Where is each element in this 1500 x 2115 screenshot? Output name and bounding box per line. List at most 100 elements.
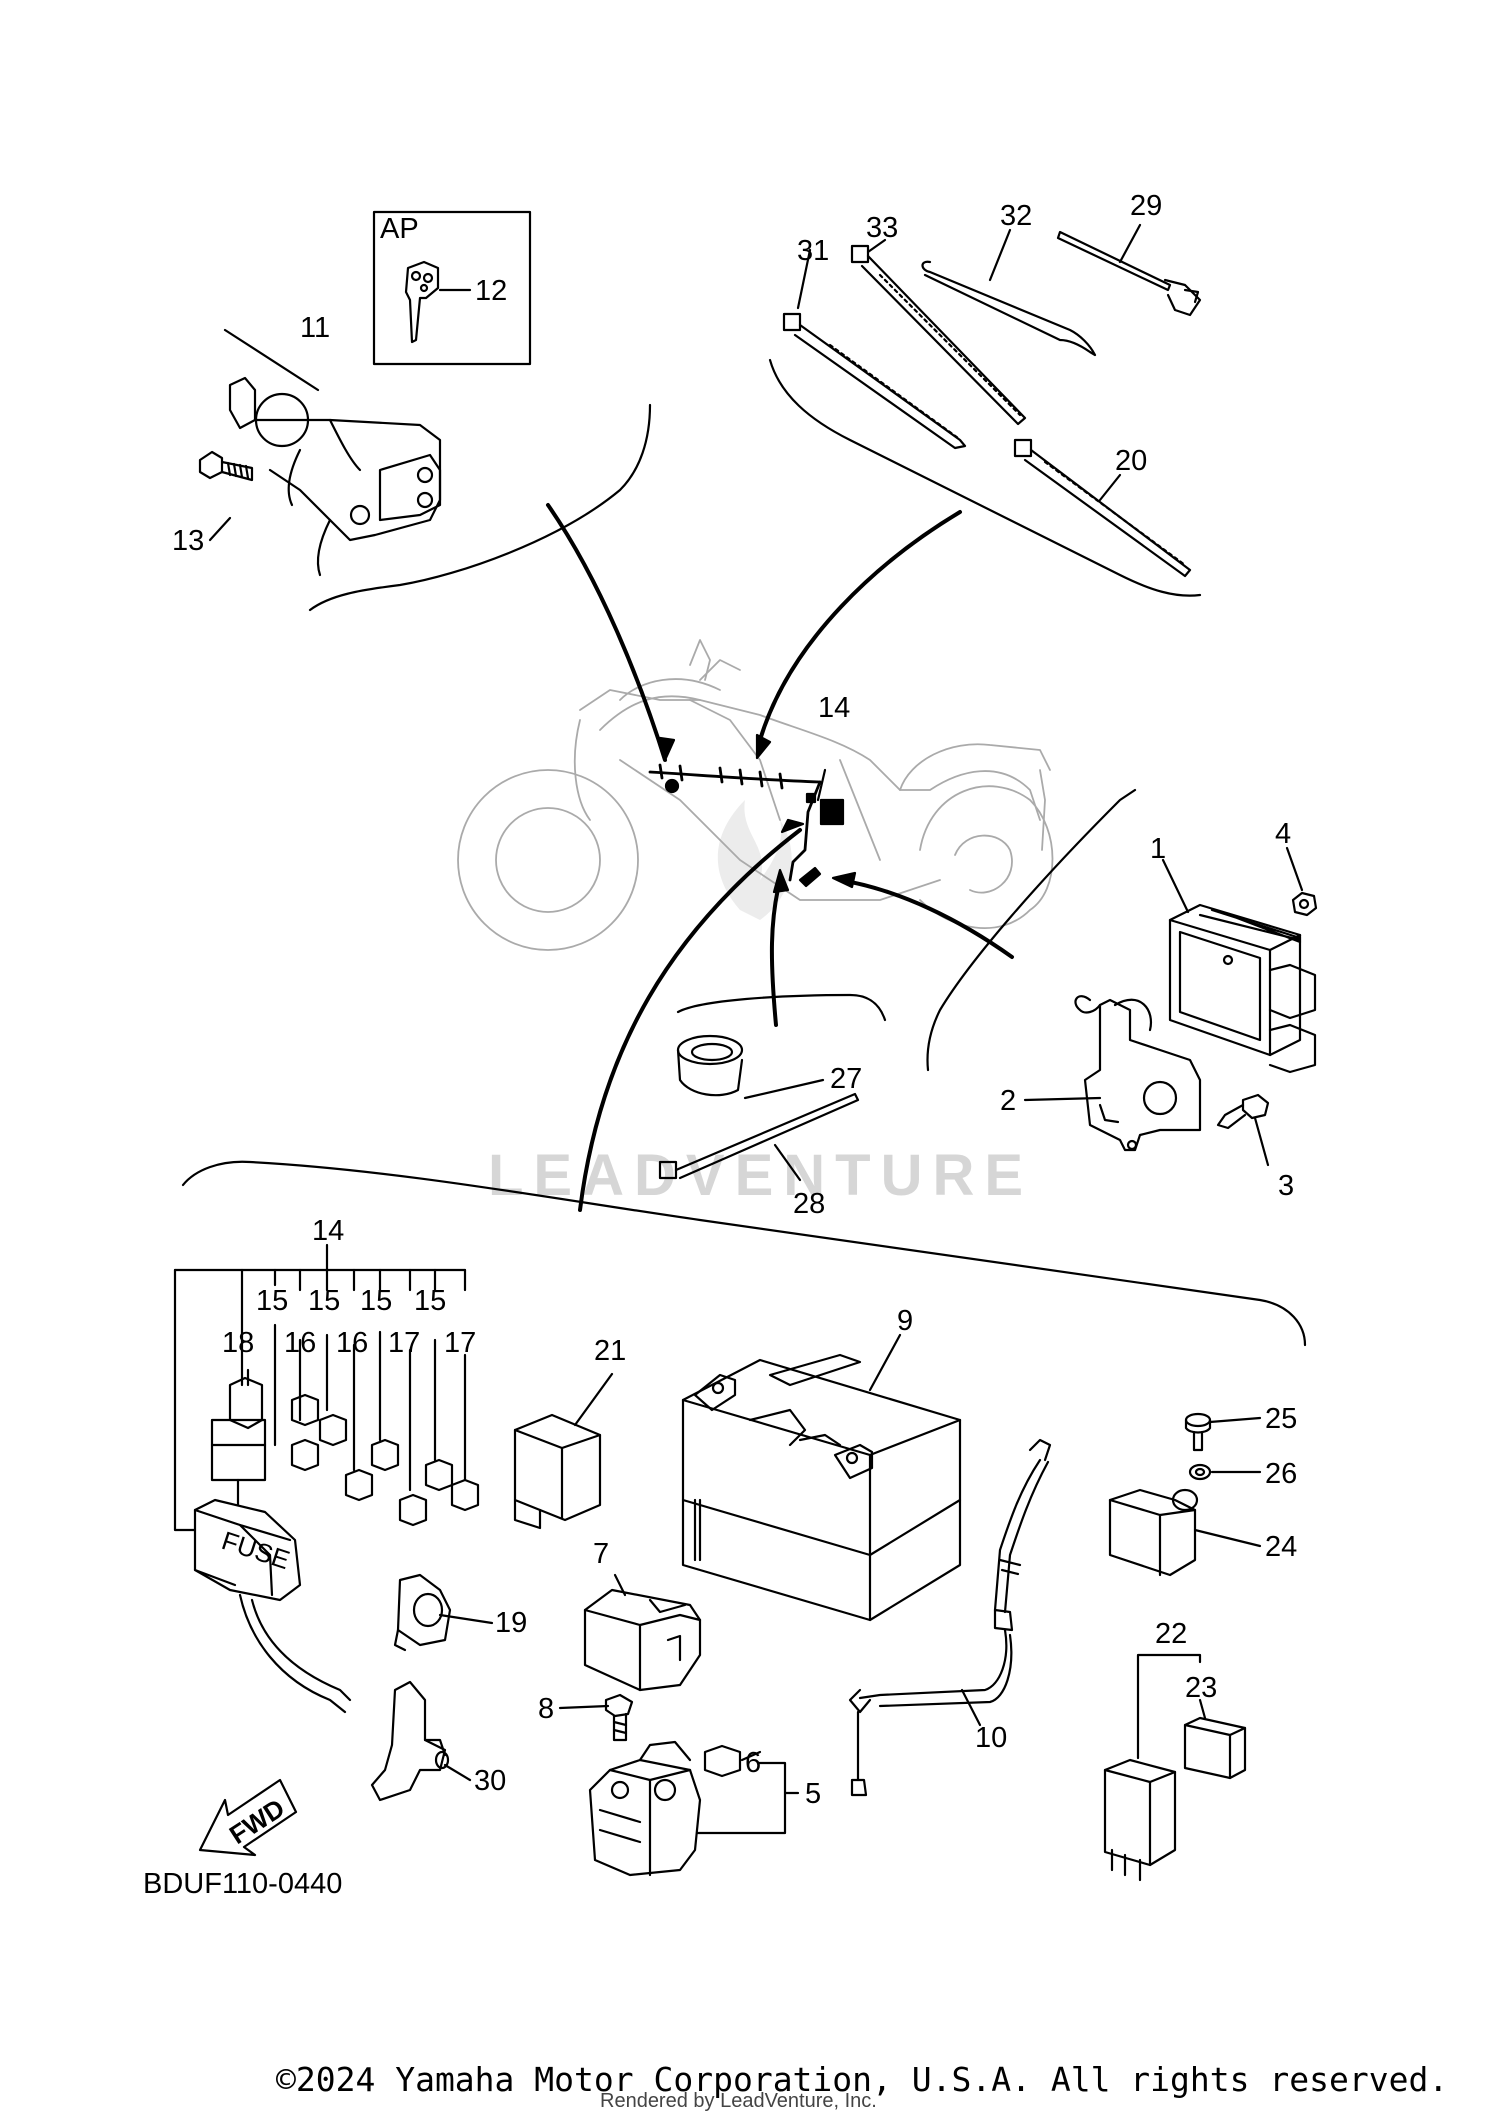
fuse-16a-icon [290,1393,320,1427]
fuse-17a-icon [370,1438,400,1472]
key-icon [404,260,472,344]
leader-3 [1253,1116,1270,1167]
bolt-3-icon [1216,1093,1270,1130]
leader-31 [796,248,812,310]
bracket-2-icon [1074,995,1202,1152]
arrowhead [755,733,772,760]
main-switch-icon [228,376,442,577]
clamp-27-icon [676,1034,744,1097]
battery-icon [681,1353,962,1622]
callout-14-main: 14 [818,692,850,724]
callout-3: 3 [1278,1170,1294,1202]
leader-29 [1118,223,1142,264]
callout-labels: 1 2 3 4 5 6 7 8 9 10 11 12 13 14 14 15 1… [172,190,1297,1810]
callout-17a: 17 [388,1327,420,1359]
washer-26-icon [1188,1463,1212,1481]
leader-21 [573,1372,614,1427]
callout-32: 32 [1000,200,1032,232]
callout-23: 23 [1185,1672,1217,1704]
nut-4-icon [1291,891,1318,917]
fwd-label: FWD [224,1793,290,1850]
diagram-code: BDUF110-0440 [143,1868,342,1900]
callout-15a: 15 [256,1285,288,1317]
ap-box [372,210,532,366]
leader-32 [988,228,1012,282]
callout-6: 6 [745,1747,761,1779]
connector-23-icon [1183,1716,1247,1780]
fuse-holder-30-icon [370,1680,450,1802]
leader-10 [960,1688,982,1727]
group-outline-middle [676,993,887,1022]
leader-6 [740,1750,762,1762]
cable-tie-28-icon [658,1092,860,1180]
leader-30 [443,1763,472,1782]
group-outline-top-left [308,403,652,612]
callout-16a: 16 [284,1327,316,1359]
relay-22-icon [1103,1758,1177,1882]
callout-30: 30 [474,1765,506,1797]
watermark-flame-icon [717,800,792,920]
relay-24-icon [1108,1488,1199,1577]
callout-17b: 17 [444,1327,476,1359]
callout-16b: 16 [336,1327,368,1359]
arrowhead [772,868,790,894]
leader-13 [208,516,232,542]
callout-25: 25 [1265,1403,1297,1435]
main-switch-location-dot [664,778,680,794]
leader-5-bracket [695,1761,800,1835]
leader-7 [613,1573,627,1597]
leader-27 [743,1078,825,1100]
leader-25 [1208,1416,1262,1424]
callout-9: 9 [897,1305,913,1337]
callout-15d: 15 [414,1285,446,1317]
relay-location-marker [805,792,817,804]
screw-25-icon [1184,1412,1212,1452]
cable-tie-29-icon [1056,230,1202,317]
fuse-label: FUSE [218,1525,293,1575]
leader-1 [1161,858,1190,914]
leader-33 [866,238,887,254]
rectifier-location-marker [798,866,822,888]
callout-12: 12 [475,275,507,307]
bolt-8-icon [604,1693,634,1742]
arrowhead [780,818,805,834]
fuse-holder-19-icon [393,1573,452,1652]
leader-2 [1023,1096,1102,1102]
group-outline-bottom [181,1160,1307,1347]
fuse-15b-icon [344,1468,374,1502]
callout-14-fuse-set: 14 [312,1215,344,1247]
motorcycle-outline [457,639,1054,951]
fuse-box-location-marker [819,798,845,826]
cable-tie-20-icon [1013,438,1192,578]
callout-21: 21 [594,1335,626,1367]
relay-21-icon [513,1413,602,1530]
callout-33: 33 [866,212,898,244]
fuse-17b-icon [450,1478,480,1512]
fuse-15a-icon [290,1438,320,1472]
rendered-by-notice: Rendered by LeadVenture, Inc. [600,2090,877,2112]
leader-28 [773,1143,802,1182]
callout-15b: 15 [308,1285,340,1317]
relay-18-icon [210,1376,267,1507]
callout-15c: 15 [360,1285,392,1317]
arrowhead [658,736,676,762]
callout-27: 27 [830,1063,862,1095]
rectifier-regulator-icon [1168,903,1317,1074]
fuse-15d-icon [424,1458,454,1492]
bolt-13-icon [198,450,254,482]
cable-tie-31-icon [782,312,967,450]
leader-4 [1285,846,1304,892]
callout-5: 5 [805,1778,821,1810]
callout-29: 29 [1130,190,1162,222]
leader-8 [558,1704,610,1710]
callout-22: 22 [1155,1618,1187,1650]
callout-13: 13 [172,525,204,557]
leader-24 [1193,1528,1262,1548]
callout-24: 24 [1265,1531,1297,1563]
leader-22-bracket [1136,1653,1207,1760]
copyright-notice: ©2024 Yamaha Motor Corporation, U.S.A. A… [276,2060,1449,2099]
callout-18: 18 [222,1327,254,1359]
group-outline-right [926,788,1137,1072]
pointer-lines [546,503,1014,1212]
